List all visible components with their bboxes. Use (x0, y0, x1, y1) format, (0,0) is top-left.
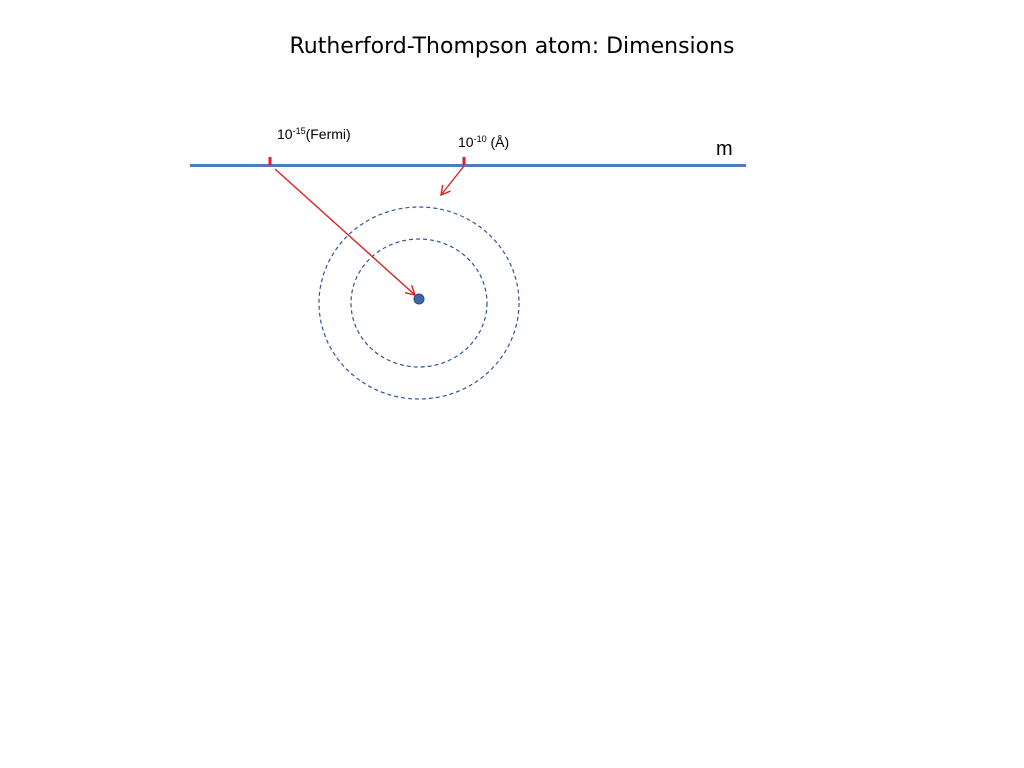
fermi-label-base: 10 (277, 126, 293, 142)
angstrom-label-exponent: -10 (474, 134, 487, 144)
inner-orbit (350, 238, 488, 368)
angstrom-label-base: 10 (458, 134, 474, 150)
angstrom-label-suffix: (Å) (487, 134, 510, 150)
fermi-label: 10-15(Fermi) (277, 126, 351, 142)
fermi-label-exponent: -15 (293, 126, 306, 136)
unit-label: m (716, 138, 733, 160)
angstrom-label: 10-10 (Å) (458, 134, 509, 150)
angstrom-arrow (440, 165, 465, 197)
outer-orbit (318, 206, 520, 400)
fermi-arrow (274, 168, 417, 296)
slide-title: Rutherford-Thompson atom: Dimensions (289, 34, 735, 59)
fermi-label-suffix: (Fermi) (306, 126, 351, 142)
nucleus (413, 293, 425, 305)
